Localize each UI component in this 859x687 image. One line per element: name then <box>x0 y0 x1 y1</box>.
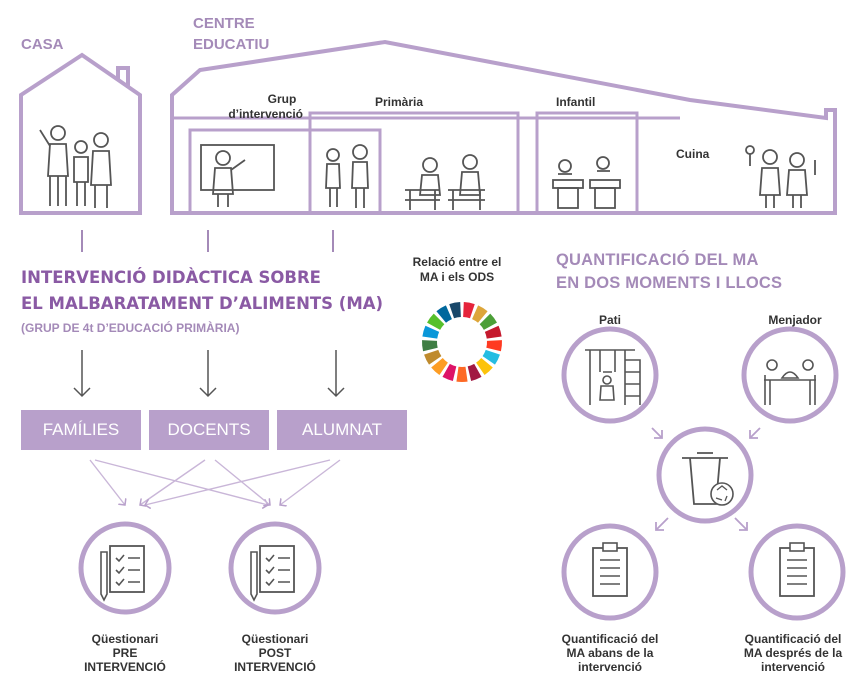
centre-label-line2: EDUCATIU <box>193 36 270 53</box>
scene-connectors <box>81 230 334 252</box>
school-building <box>170 39 837 215</box>
pati-icon <box>561 326 659 424</box>
grup-label-line2: d’intervenció <box>228 107 303 121</box>
ods-segment <box>424 349 442 365</box>
grup-intervencio-room <box>188 128 382 215</box>
ods-segment <box>476 357 493 376</box>
ods-segment <box>431 357 448 376</box>
quantification-title-line1: QUANTIFICACIÓ DEL MA <box>556 251 759 269</box>
questionnaire-post-line2: POST <box>258 646 292 660</box>
questionnaire-pre-line3: INTERVENCIÓ <box>84 660 166 674</box>
grup-label-line1: Grup <box>267 92 297 106</box>
ods-segment <box>479 313 497 330</box>
quantification-arrows <box>651 427 761 531</box>
ods-label-line1: Relació entre el <box>412 255 502 269</box>
questionnaire-pre-line1: Qüestionari <box>91 632 159 646</box>
before-line1: Quantificació del <box>561 632 659 646</box>
infantil-icon <box>552 156 621 209</box>
primaria-room <box>308 111 520 215</box>
primaria-label: Primària <box>375 95 424 109</box>
casa-label: CASA <box>21 36 64 53</box>
title-line1: INTERVENCIÓ DIDÀCTICA SOBRE <box>21 268 321 287</box>
questionnaire-post-line3: INTERVENCIÓ <box>234 660 316 674</box>
ods-segment <box>422 325 440 339</box>
cooks-icon <box>745 145 816 208</box>
ods-segment <box>484 325 502 339</box>
infantil-label: Infantil <box>556 95 596 109</box>
menjador-label: Menjador <box>768 313 822 327</box>
quantification-before-icon <box>561 523 659 621</box>
ods-wheel-icon <box>422 302 503 382</box>
teacher-icon <box>200 144 275 207</box>
questionnaire-pre-icon <box>78 521 172 615</box>
centre-label-line1: CENTRE <box>193 15 255 32</box>
ods-segment <box>427 313 445 330</box>
after-line3: intervenció <box>760 660 826 674</box>
ods-segment <box>463 302 475 319</box>
ods-segment <box>456 366 468 382</box>
group-box-alumnat: ALUMNAT <box>277 410 407 450</box>
group-box-docents: DOCENTS <box>149 410 269 450</box>
group-arrows <box>73 350 345 398</box>
after-line2: MA després de la <box>743 646 843 660</box>
ods-segment <box>486 340 503 352</box>
recycle-bin-icon <box>656 426 754 524</box>
quantification-after-icon <box>748 523 846 621</box>
questionnaire-arrows <box>89 459 341 505</box>
before-line3: intervenció <box>577 660 643 674</box>
classroom-frames <box>188 111 639 215</box>
ods-segment <box>467 363 482 381</box>
family-icon <box>39 125 112 208</box>
title-subtitle: (GRUP DE 4t D’EDUCACIÓ PRIMÀRIA) <box>21 321 240 335</box>
ods-segment <box>482 349 500 365</box>
quantification-title-line2: EN DOS MOMENTS I LLOCS <box>556 274 783 292</box>
ods-segment <box>472 305 488 323</box>
menjador-icon <box>741 326 839 424</box>
after-line1: Quantificació del <box>744 632 842 646</box>
house-icon <box>19 52 142 215</box>
pati-label: Pati <box>598 313 621 327</box>
ods-segment <box>422 340 438 352</box>
questionnaire-post-icon <box>228 521 322 615</box>
pupils-desks-icon <box>405 154 485 210</box>
title-line2: EL MALBARATAMENT D’ALIMENTS (MA) <box>21 294 384 313</box>
questionnaire-pre-line2: PRE <box>112 646 138 660</box>
ods-segment <box>449 302 461 319</box>
ods-segment <box>436 305 452 323</box>
group-box-families: FAMÍLIES <box>21 410 141 450</box>
before-line2: MA abans de la <box>566 646 654 660</box>
cuina-label: Cuina <box>676 147 710 161</box>
ods-label-line2: MA i els ODS <box>419 270 495 284</box>
students-icon <box>325 144 369 208</box>
infantil-room <box>535 111 639 215</box>
questionnaire-post-line1: Qüestionari <box>241 632 309 646</box>
ods-segment <box>442 363 457 381</box>
